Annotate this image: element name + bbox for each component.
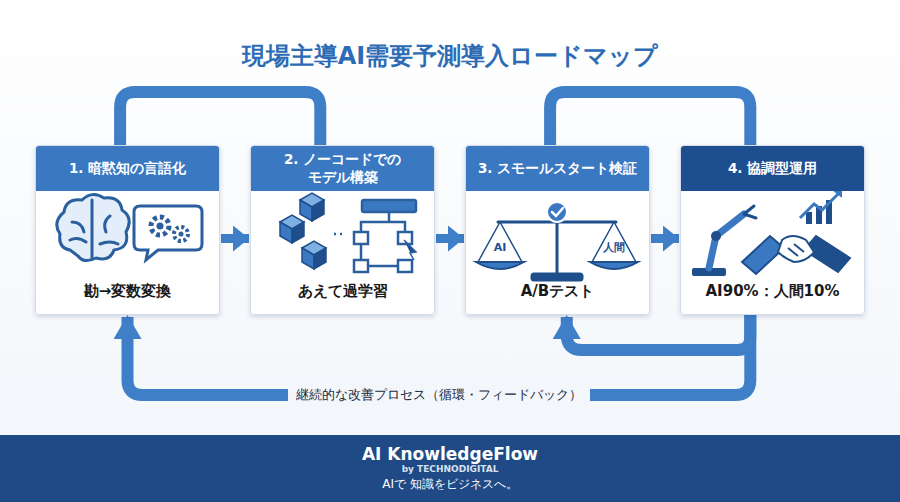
handshake-icon — [742, 236, 850, 274]
icon-part — [362, 200, 416, 212]
icon-part — [532, 274, 582, 280]
icon-part — [742, 236, 784, 274]
step-card: 1. 暗黙知の言語化勘→変数変換 — [35, 145, 220, 315]
icon-part — [778, 236, 814, 262]
card-grounds — [35, 145, 865, 315]
icon-part — [680, 145, 865, 315]
footer-band: AI KnowledgeFlowby TECHNODIGITALAIで 知識をビ… — [0, 435, 900, 502]
icon-part — [556, 218, 559, 274]
brand-tagline: AIで 知識をビジネスへ。 — [382, 476, 518, 493]
icon-part — [709, 214, 744, 268]
icon-part — [70, 200, 118, 258]
step-keyword: 勘→変数変換 — [40, 282, 215, 301]
icon-part — [35, 145, 220, 315]
icon-part — [711, 231, 721, 241]
icon-part — [280, 222, 292, 243]
icon-part — [788, 244, 804, 256]
icon-part — [552, 208, 563, 216]
flow-icon — [334, 200, 416, 272]
scale-side-label: 人間 — [603, 240, 625, 255]
icon-part — [157, 223, 164, 230]
step-keyword: あえて過学習 — [255, 282, 430, 301]
icon-part — [744, 206, 756, 218]
step-heading: 1. 暗黙知の言語化 — [36, 146, 219, 191]
icon-part — [404, 240, 416, 260]
feedback-loop — [550, 92, 750, 145]
diagram-title: 現場主導AI需要予測導入ロードマップ — [0, 40, 900, 72]
brand-name: AI KnowledgeFlow — [362, 444, 538, 464]
scale-icon — [476, 202, 638, 280]
icon-part — [134, 206, 202, 260]
cubes-icon — [280, 193, 326, 269]
icon-part — [314, 248, 326, 269]
brain-icon — [57, 194, 129, 260]
step-keyword: AI90%：人間10% — [685, 282, 860, 301]
icon-part — [476, 262, 638, 269]
step-arrow — [436, 234, 464, 243]
loop-label: 継続的な改善プロセス（循環・フィードバック） — [288, 384, 590, 406]
icon-part — [312, 200, 324, 221]
icon-part — [547, 202, 567, 222]
step-card: 2. ノーコードでの モデル構築あえて過学習 — [250, 145, 435, 315]
icon-part — [465, 145, 650, 315]
step-arrow — [221, 234, 249, 243]
icon-part — [478, 222, 636, 262]
icon-part — [300, 200, 312, 221]
icon-part — [174, 227, 188, 241]
feedback-loop — [120, 92, 320, 145]
gear-bubble-icon — [134, 206, 202, 260]
icon-part — [398, 260, 412, 272]
scale-side-label: AI — [494, 241, 507, 254]
step-keyword: A/Bテスト — [470, 282, 645, 301]
icon-part — [57, 194, 129, 260]
icon-part — [302, 248, 314, 269]
brand-byline: by TECHNODIGITAL — [402, 464, 499, 476]
icon-part — [151, 217, 169, 235]
icon-part — [179, 232, 184, 237]
icon-part — [354, 232, 368, 244]
icon-part — [806, 212, 812, 224]
icon-part — [800, 192, 840, 218]
feedback-loop — [128, 315, 751, 395]
growth-chart-icon — [800, 188, 842, 224]
step-heading: 3. スモールスタート検証 — [466, 146, 649, 191]
icon-part — [398, 232, 412, 244]
step-heading: 4. 協調型運用 — [681, 146, 864, 191]
step-card: 4. 協調型運用 AI90%：人間10% — [680, 145, 865, 315]
icon-part — [250, 145, 435, 315]
icon-part — [334, 233, 346, 236]
icon-part — [361, 212, 405, 266]
icon-part — [354, 260, 368, 272]
icon-part — [292, 222, 304, 243]
step-card: 3. スモールスタート検証 A/Bテスト — [465, 145, 650, 315]
feedback-loop — [567, 315, 751, 350]
step-heading: 2. ノーコードでの モデル構築 — [251, 146, 434, 191]
step-arrow — [651, 234, 679, 243]
